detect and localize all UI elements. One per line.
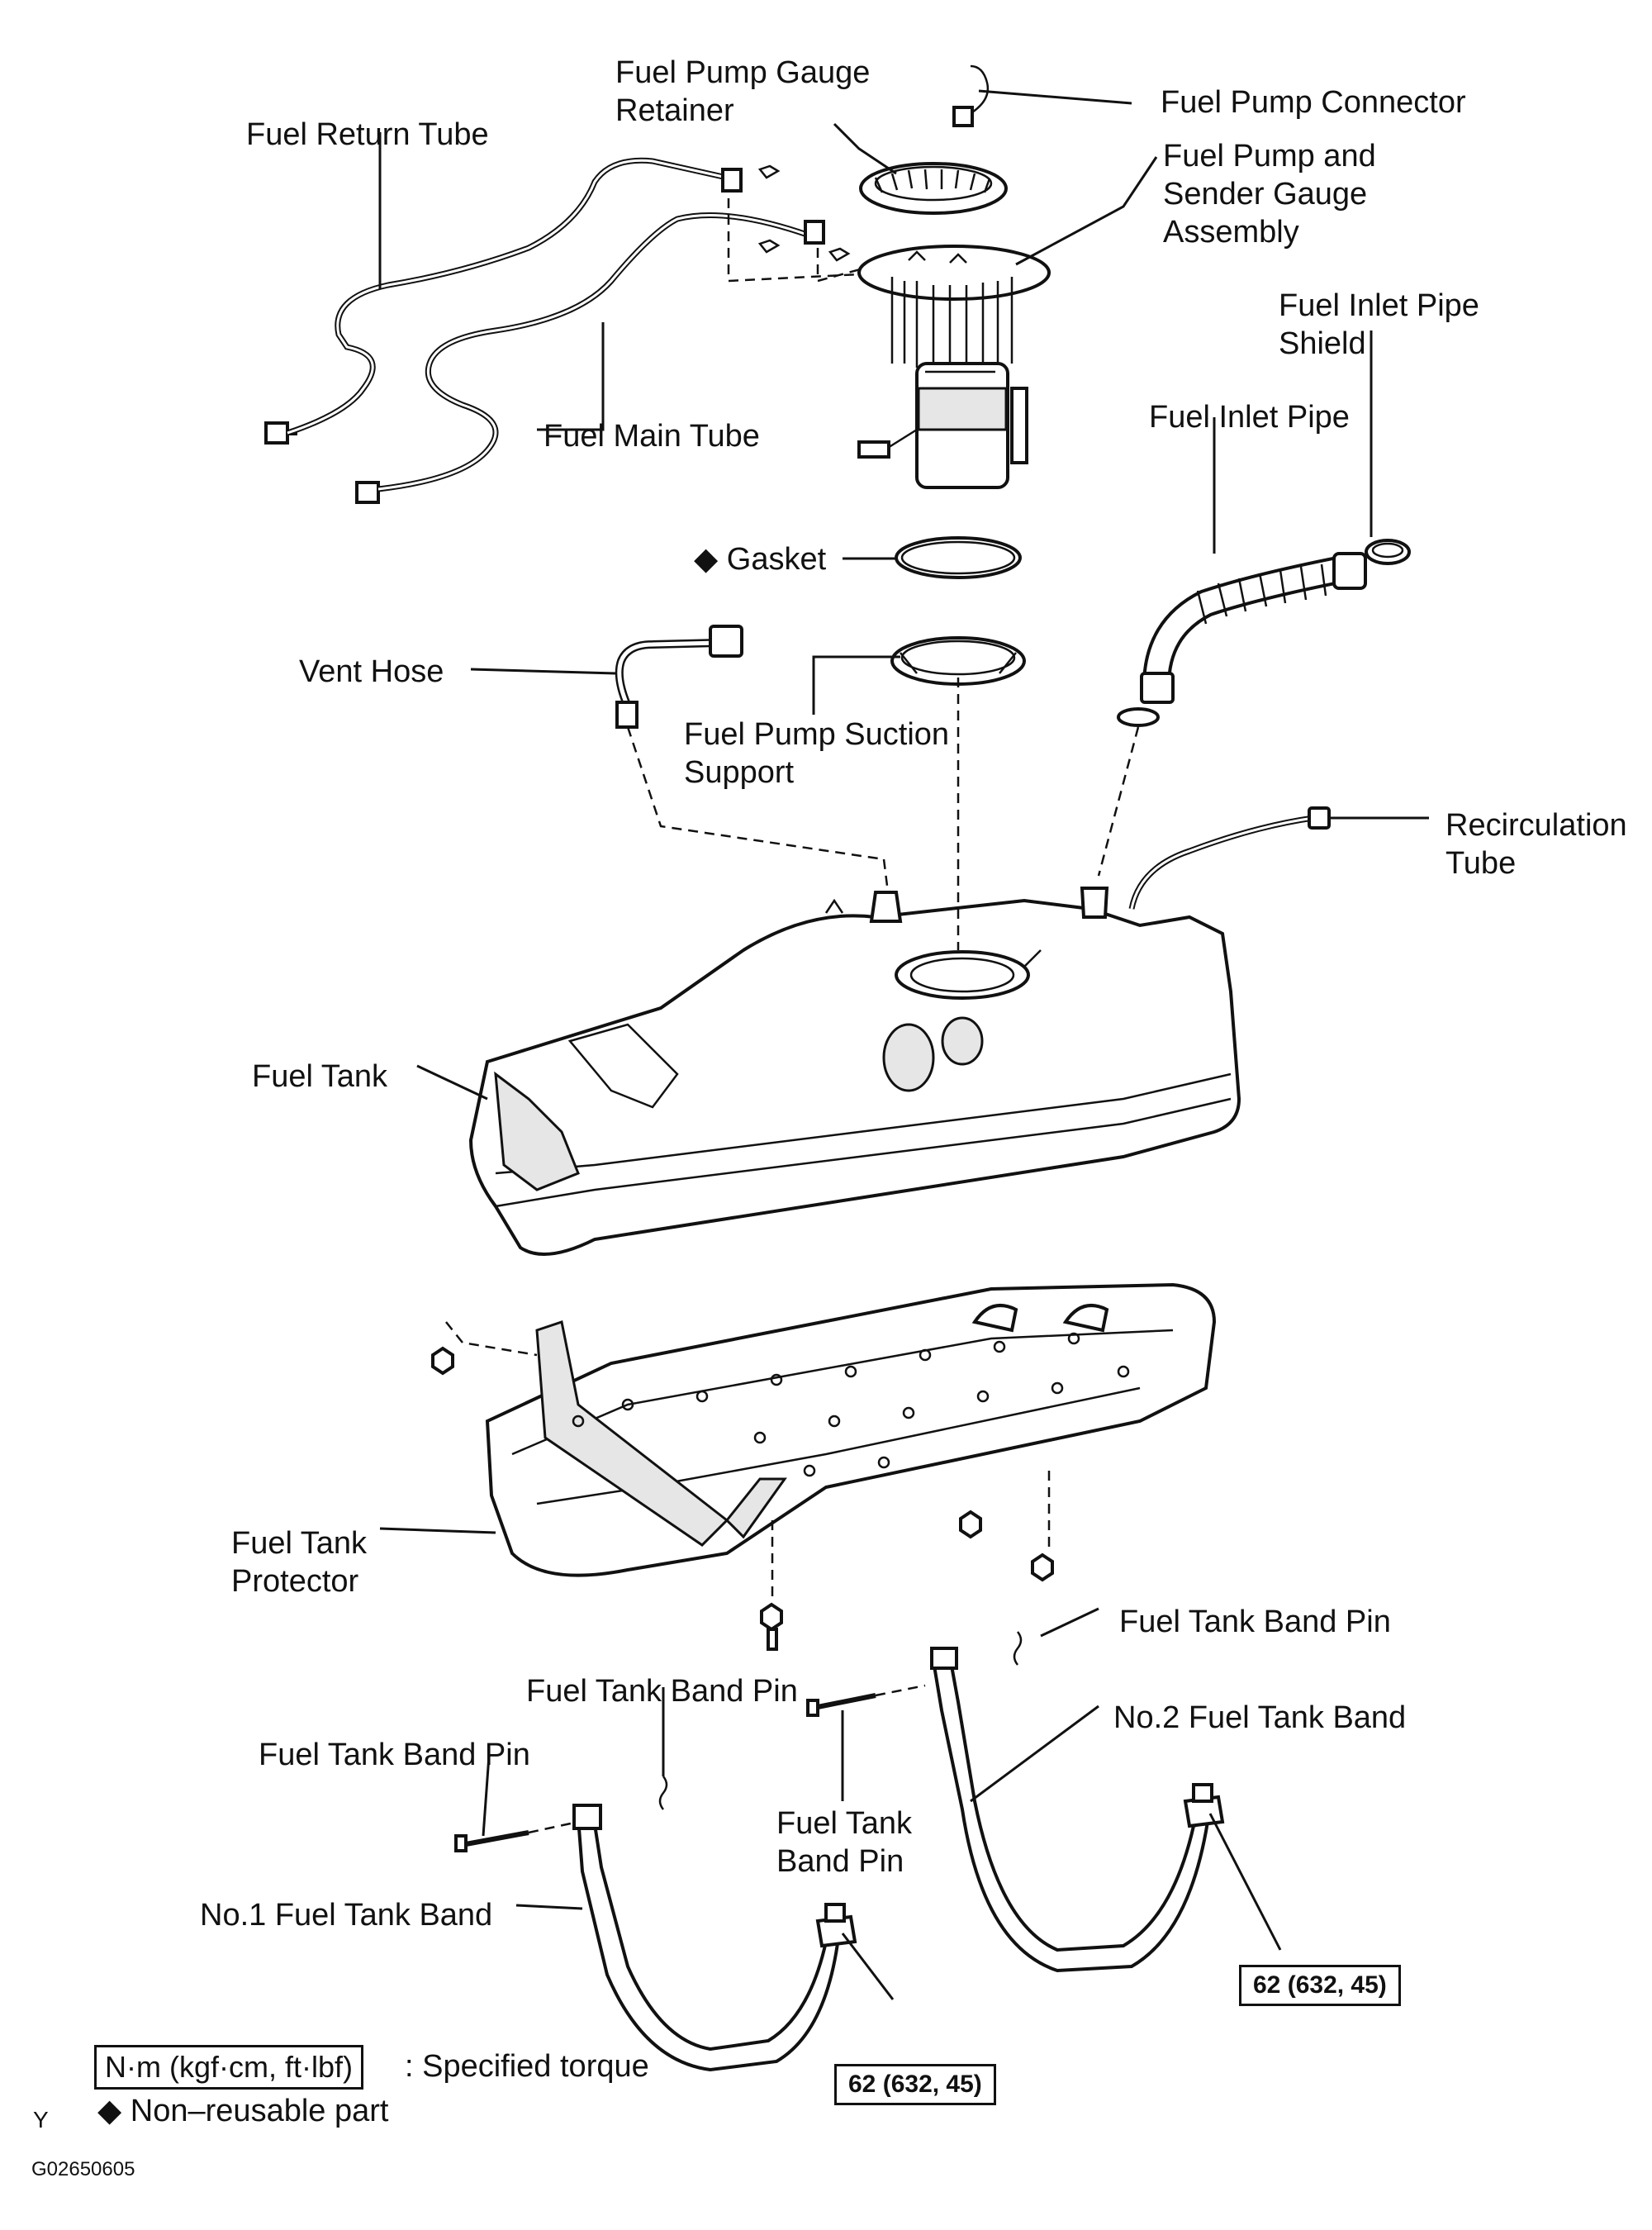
legend-non-reusable: ◆ Non–reusable part	[97, 2092, 388, 2130]
label-fuel-pump-sender-gauge: Fuel Pump and Sender Gauge Assembly	[1163, 137, 1376, 251]
label-fuel-tank-band-pin-center: Fuel Tank Band Pin	[526, 1674, 798, 1709]
label-line: Assembly	[1163, 215, 1299, 250]
label-text: Gasket	[726, 542, 827, 577]
label-line: Support	[684, 755, 795, 790]
suction-support-drawing	[890, 636, 1026, 686]
label-vent-hose: Vent Hose	[299, 654, 444, 689]
label-fuel-pump-gauge-retainer: Fuel Pump Gauge Retainer	[615, 54, 870, 130]
label-fuel-return-tube: Fuel Return Tube	[246, 117, 489, 152]
label-recirculation-tube: Recirculation Tube	[1446, 806, 1627, 882]
fuel-return-tube-drawing	[264, 157, 781, 445]
label-fuel-pump-suction-support: Fuel Pump Suction Support	[684, 716, 949, 792]
label-line: Fuel Tank	[776, 1806, 913, 1841]
torque-spec-band1: 62 (632, 45)	[834, 2064, 996, 2105]
diamond-icon: ◆	[97, 2094, 122, 2128]
label-line: Fuel Inlet Pipe	[1279, 288, 1479, 323]
label-gasket: ◆ Gasket	[694, 540, 826, 578]
band-pins-drawing	[454, 1631, 1023, 1852]
label-line: Fuel Pump Gauge	[615, 55, 871, 90]
protector-bolts-drawing	[431, 1346, 1054, 1651]
legend-text: Non–reusable part	[130, 2094, 389, 2128]
label-line: Protector	[231, 1564, 359, 1599]
figure-code: G02650605	[31, 2158, 135, 2180]
leader-lines	[378, 89, 1429, 2000]
label-line: Band Pin	[776, 1844, 904, 1879]
label-fuel-tank-protector: Fuel Tank Protector	[231, 1524, 367, 1600]
footer-letter: Y	[33, 2107, 49, 2133]
label-line: Shield	[1279, 326, 1366, 361]
fuel-main-tube-drawing	[355, 198, 909, 504]
fuel-inlet-pipe-drawing	[1097, 552, 1367, 877]
label-line: Retainer	[615, 93, 734, 128]
fuel-tank-protector-drawing	[445, 1282, 1217, 1603]
label-no2-fuel-tank-band: No.2 Fuel Tank Band	[1113, 1700, 1407, 1735]
legend-unit-box: N·m (kgf·cm, ft·lbf)	[94, 2045, 363, 2090]
gauge-retainer-drawing	[859, 162, 1008, 215]
no2-band-drawing	[930, 1647, 1225, 1973]
label-fuel-main-tube: Fuel Main Tube	[544, 419, 760, 454]
label-fuel-pump-connector: Fuel Pump Connector	[1161, 85, 1466, 120]
label-line: Recirculation	[1446, 808, 1627, 843]
fuel-pump-sender-drawing	[857, 245, 1051, 489]
label-fuel-tank: Fuel Tank	[252, 1059, 388, 1094]
label-fuel-tank-band-pin-middle: Fuel Tank Band Pin	[776, 1804, 912, 1881]
torque-spec-band2: 62 (632, 45)	[1239, 1965, 1401, 2006]
label-fuel-tank-band-pin-left: Fuel Tank Band Pin	[259, 1738, 530, 1772]
label-line: Fuel Tank	[231, 1526, 368, 1561]
label-line: Sender Gauge	[1163, 177, 1368, 212]
fuel-pump-connector-drawing	[952, 64, 990, 127]
legend-specified-torque: : Specified torque	[405, 2049, 649, 2084]
diamond-icon: ◆	[694, 542, 719, 577]
label-line: Tube	[1446, 846, 1517, 881]
label-line: Fuel Pump Suction	[684, 717, 950, 752]
label-line: Fuel Pump and	[1163, 139, 1376, 174]
vent-hose-drawing	[615, 625, 885, 861]
label-no1-fuel-tank-band: No.1 Fuel Tank Band	[200, 1898, 493, 1933]
label-fuel-tank-band-pin-right: Fuel Tank Band Pin	[1119, 1605, 1391, 1639]
gasket-drawing	[895, 536, 1022, 579]
fuel-inlet-pipe-shield-drawing	[1365, 539, 1411, 565]
fuel-tank-drawing	[468, 678, 1331, 1256]
label-fuel-inlet-pipe: Fuel Inlet Pipe	[1149, 400, 1350, 435]
label-fuel-inlet-pipe-shield: Fuel Inlet Pipe Shield	[1279, 287, 1479, 363]
